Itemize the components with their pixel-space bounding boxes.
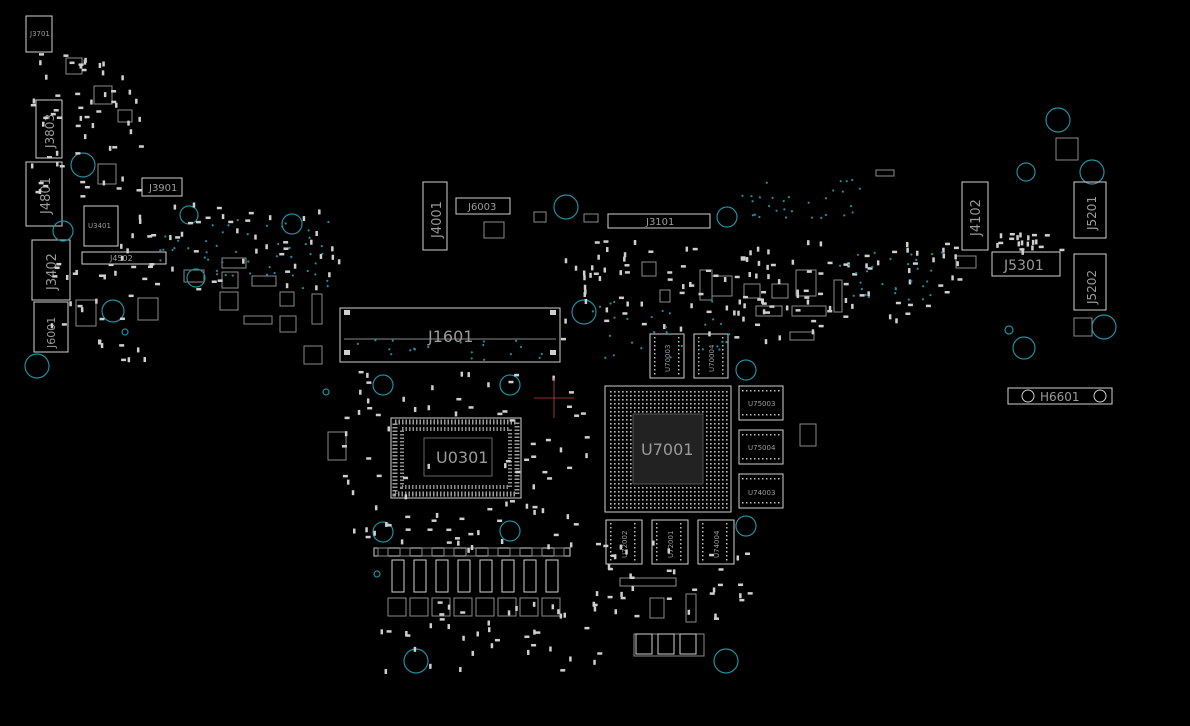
connector-j5201[interactable] xyxy=(1073,181,1107,239)
label-j3402: J3402 xyxy=(45,253,60,291)
label-u70004: U70004 xyxy=(708,344,716,372)
connector-j6003[interactable] xyxy=(455,197,511,215)
label-j4801: J4801 xyxy=(39,177,54,215)
chip-u72001[interactable] xyxy=(651,519,689,565)
right-connectors: J4102 J5301 J5201 J5202 H6601 xyxy=(799,137,1113,447)
label-j5301: J5301 xyxy=(1003,258,1044,274)
connector-j6001[interactable] xyxy=(33,301,69,353)
component-detail-layer xyxy=(30,53,1065,674)
connector-j3701[interactable] xyxy=(25,15,53,53)
vram-chips: U75003 U75004 U74003 U70003 U70004 U7200… xyxy=(605,333,784,565)
connector-j5202[interactable] xyxy=(1073,253,1107,311)
connector-j3901[interactable] xyxy=(141,177,183,197)
label-u72001: U72001 xyxy=(667,531,675,558)
connector-h6601[interactable] xyxy=(1007,387,1113,405)
label-j3803: J3803 xyxy=(43,114,57,149)
left-cluster: J3701 J3803 J4801 J3901 U3401 J4502 J340… xyxy=(25,15,323,365)
chip-u70003[interactable] xyxy=(649,333,685,379)
chip-u74004[interactable] xyxy=(697,519,735,565)
connector-j4102[interactable] xyxy=(961,181,989,251)
label-u74003: U74003 xyxy=(748,489,775,497)
label-j4001: J4001 xyxy=(430,201,445,239)
label-j5201: J5201 xyxy=(1085,196,1099,231)
label-u7001: U7001 xyxy=(641,440,693,459)
label-j5202: J5202 xyxy=(1085,270,1099,305)
label-u74004: U74004 xyxy=(713,530,721,558)
connector-j5301[interactable] xyxy=(991,251,1061,277)
label-j6003: J6003 xyxy=(467,202,496,213)
label-u75003: U75003 xyxy=(748,400,775,408)
label-j3701: J3701 xyxy=(29,30,50,38)
chip-u0301[interactable] xyxy=(390,417,522,499)
label-j4102: J4102 xyxy=(969,199,984,237)
label-u3401: U3401 xyxy=(88,222,111,230)
connector-j1601[interactable] xyxy=(339,307,561,363)
top-middle-connectors: J4001 J6003 J3101 xyxy=(422,169,895,341)
label-j3101: J3101 xyxy=(645,217,674,228)
label-j6001: J6001 xyxy=(45,317,58,349)
connector-j3402[interactable] xyxy=(31,239,71,301)
label-j1601: J1601 xyxy=(427,327,473,346)
label-h6601: H6601 xyxy=(1040,390,1080,404)
connector-j1601-group: J1601 xyxy=(339,307,561,363)
cpu-u0301-group: U0301 xyxy=(390,417,522,499)
connector-j3101[interactable] xyxy=(607,213,711,229)
chip-u72002[interactable] xyxy=(605,519,643,565)
label-u0301: U0301 xyxy=(436,448,488,467)
chip-u75004[interactable] xyxy=(738,429,784,465)
connector-j4502[interactable] xyxy=(81,251,167,265)
chip-u3401[interactable] xyxy=(83,205,119,247)
chip-u7001[interactable] xyxy=(604,385,732,513)
label-u75004: U75004 xyxy=(748,444,776,452)
label-u70003: U70003 xyxy=(664,345,672,372)
cursor-crosshair xyxy=(534,378,574,418)
chip-u70004[interactable] xyxy=(693,333,729,379)
label-j3901: J3901 xyxy=(148,183,177,194)
chip-u74003[interactable] xyxy=(738,473,784,509)
gpu-u7001-group: U7001 xyxy=(604,385,732,513)
connector-j4801[interactable] xyxy=(25,161,63,227)
label-u72002: U72002 xyxy=(621,531,629,558)
connector-j4001[interactable] xyxy=(422,181,448,251)
chip-u75003[interactable] xyxy=(738,385,784,421)
